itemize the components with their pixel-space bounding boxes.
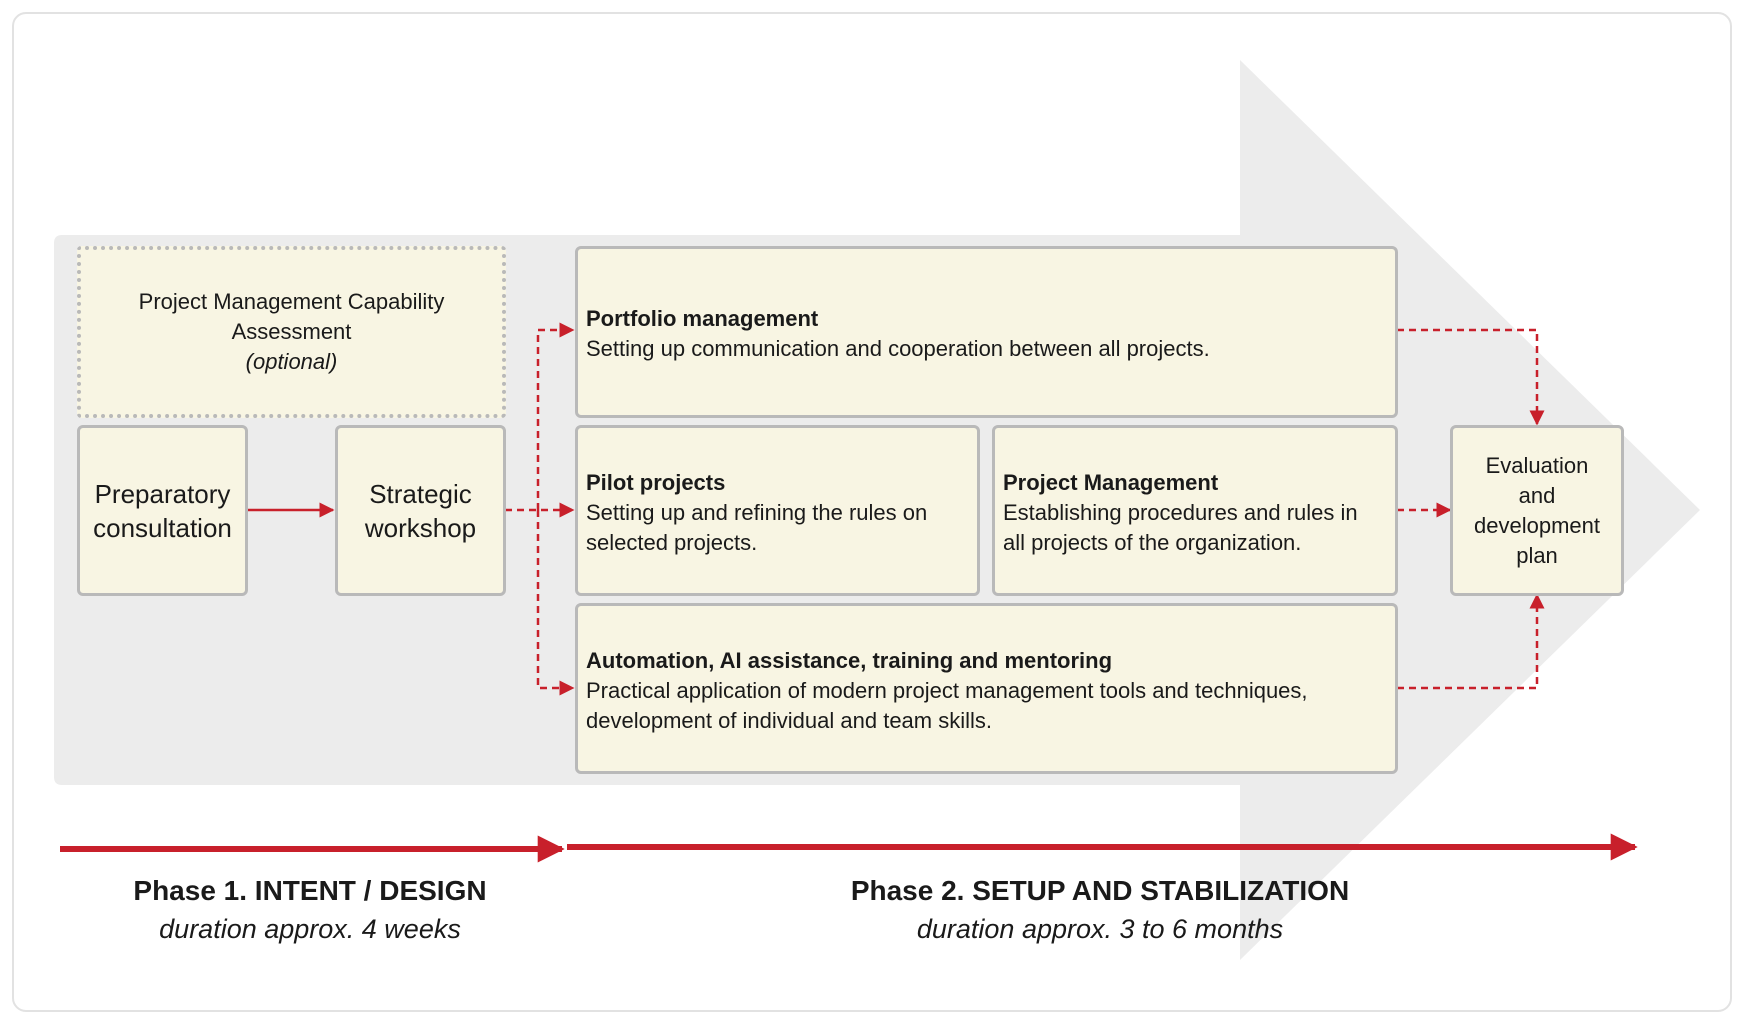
pilot-description-line1: Setting up and refining the rules on xyxy=(586,500,928,525)
capability-assessment-box: Project Management Capability Assessment… xyxy=(77,246,506,418)
pilot-projects-box: Pilot projects Setting up and refining t… xyxy=(575,425,980,596)
evaluation-line4: plan xyxy=(1516,542,1558,568)
pm-description-line1: Establishing procedures and rules in xyxy=(1003,500,1358,525)
phase2-label: Phase 2. SETUP AND STABILIZATION duratio… xyxy=(800,872,1400,948)
automation-description-line2: development of individual and team skill… xyxy=(586,708,993,733)
assessment-line1: Project Management Capability xyxy=(138,289,445,314)
pm-description-line2: all projects of the organization. xyxy=(1003,530,1302,555)
automation-box: Automation, AI assistance, training and … xyxy=(575,603,1398,774)
evaluation-line2: and xyxy=(1518,482,1556,508)
automation-description-line1: Practical application of modern project … xyxy=(586,678,1308,703)
phase1-title: Phase 1. INTENT / DESIGN xyxy=(133,875,487,906)
pilot-description-line2: selected projects. xyxy=(586,530,758,555)
portfolio-title: Portfolio management xyxy=(586,306,819,331)
automation-title: Automation, AI assistance, training and … xyxy=(586,648,1113,673)
preparatory-line2: consultation xyxy=(93,512,232,543)
evaluation-plan-box: Evaluation and development plan xyxy=(1450,425,1624,596)
assessment-note: (optional) xyxy=(245,349,338,374)
phase2-duration: duration approx. 3 to 6 months xyxy=(916,914,1284,944)
connector-workshop-to-portfolio xyxy=(536,322,575,510)
phase2-title: Phase 2. SETUP AND STABILIZATION xyxy=(850,875,1350,906)
workshop-line2: workshop xyxy=(364,512,477,543)
evaluation-line3: development xyxy=(1474,512,1600,538)
preparatory-consultation-box: Preparatory consultation xyxy=(77,425,248,596)
portfolio-description: Setting up communication and cooperation… xyxy=(586,336,1210,361)
assessment-line2: Assessment xyxy=(231,319,352,344)
phase1-label: Phase 1. INTENT / DESIGN duration approx… xyxy=(60,872,560,948)
strategic-workshop-box: Strategic workshop xyxy=(335,425,506,596)
portfolio-management-box: Portfolio management Setting up communic… xyxy=(575,246,1398,418)
pilot-title: Pilot projects xyxy=(586,470,726,495)
phase1-duration: duration approx. 4 weeks xyxy=(159,914,461,944)
project-management-box: Project Management Establishing procedur… xyxy=(992,425,1398,596)
pm-title: Project Management xyxy=(1003,470,1219,495)
preparatory-line1: Preparatory xyxy=(94,478,231,509)
workshop-line1: Strategic xyxy=(369,478,472,509)
evaluation-line1: Evaluation xyxy=(1485,452,1589,478)
